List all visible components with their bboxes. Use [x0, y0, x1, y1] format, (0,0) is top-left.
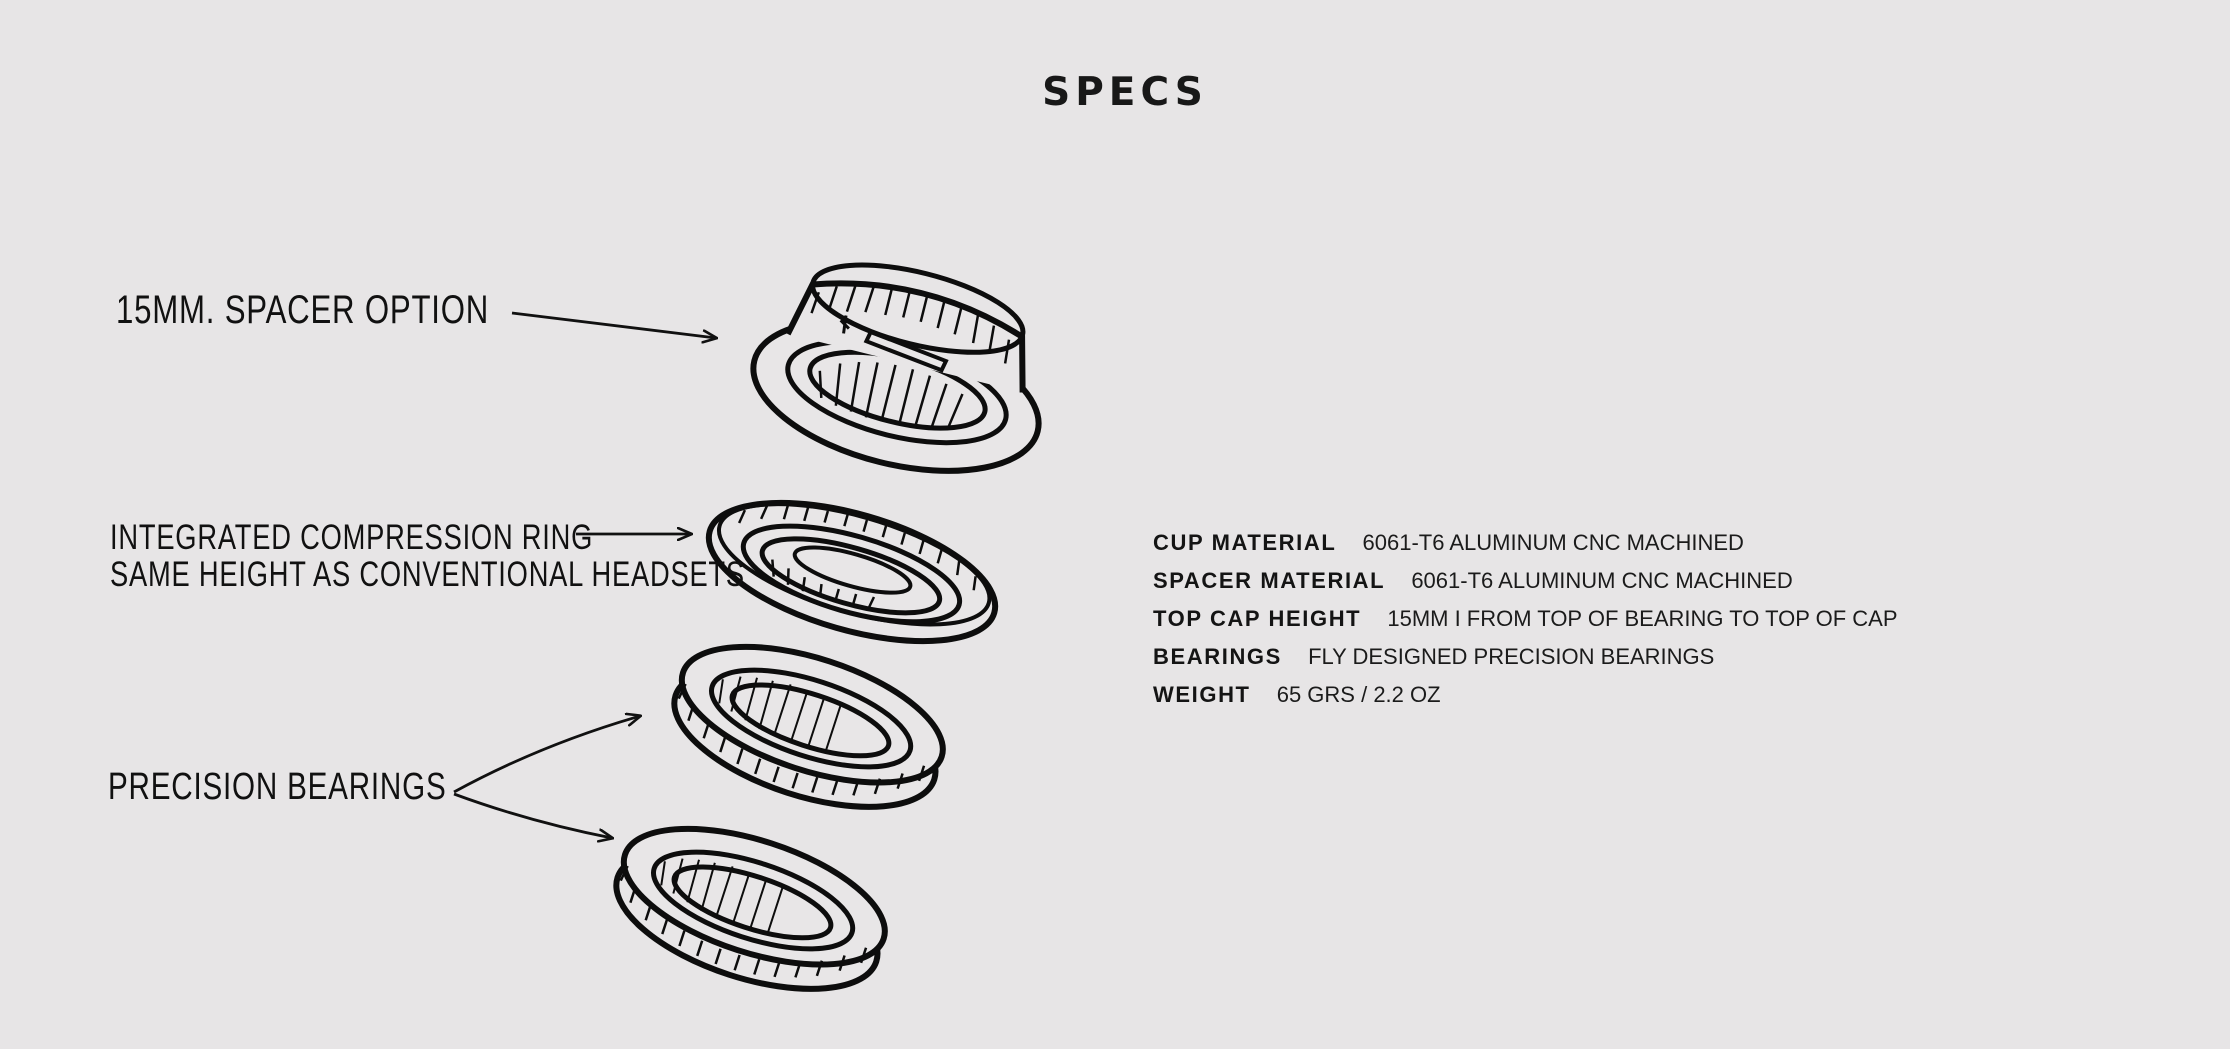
spec-label: WEIGHT	[1153, 682, 1251, 707]
page-title: SPECS	[1042, 70, 1208, 116]
spec-row-top-cap-height: TOP CAP HEIGHT 15MM I FROM TOP OF BEARIN…	[1153, 600, 1898, 638]
compression-ring-drawing	[705, 499, 999, 645]
spec-label: TOP CAP HEIGHT	[1153, 606, 1362, 631]
bearing-arrow-lower	[453, 792, 612, 838]
annotation-headset-height: SAME HEIGHT AS CONVENTIONAL HEADSETS	[110, 555, 745, 594]
spec-label: BEARINGS	[1153, 644, 1282, 669]
specs-list: CUP MATERIAL 6061-T6 ALUMINUM CNC MACHIN…	[1153, 524, 1898, 714]
spec-row-bearings: BEARINGS FLY DESIGNED PRECISION BEARINGS	[1153, 638, 1898, 676]
spec-value: 6061-T6 ALUMINUM CNC MACHINED	[1362, 530, 1744, 555]
spec-value: 15MM I FROM TOP OF BEARING TO TOP OF CAP	[1387, 606, 1898, 631]
spacer-arrow	[511, 311, 716, 338]
spec-row-weight: WEIGHT 65 GRS / 2.2 OZ	[1153, 676, 1898, 714]
spec-row-spacer-material: SPACER MATERIAL 6061-T6 ALUMINUM CNC MAC…	[1153, 562, 1898, 600]
spec-value: 65 GRS / 2.2 OZ	[1276, 682, 1441, 707]
headset-sketch	[453, 262, 1042, 992]
headset-exploded-illustration: 15MM. SPACER OPTION INTEGRATED COMPRESSI…	[0, 0, 1080, 1044]
annotation-spacer-option: 15MM. SPACER OPTION	[116, 288, 490, 332]
spec-value: FLY DESIGNED PRECISION BEARINGS	[1308, 644, 1715, 669]
spec-row-cup-material: CUP MATERIAL 6061-T6 ALUMINUM CNC MACHIN…	[1153, 524, 1898, 562]
annotation-compression-ring: INTEGRATED COMPRESSION RING	[110, 518, 594, 557]
lower-bearing-drawing	[613, 825, 888, 992]
spec-label: CUP MATERIAL	[1153, 530, 1337, 555]
annotation-precision-bearings: PRECISION BEARINGS	[108, 766, 447, 808]
bearing-arrow-upper	[453, 716, 640, 794]
spec-label: SPACER MATERIAL	[1153, 568, 1386, 593]
spec-value: 6061-T6 ALUMINUM CNC MACHINED	[1411, 568, 1793, 593]
spacer-cup-drawing	[750, 262, 1042, 474]
upper-bearing-drawing	[671, 643, 946, 810]
